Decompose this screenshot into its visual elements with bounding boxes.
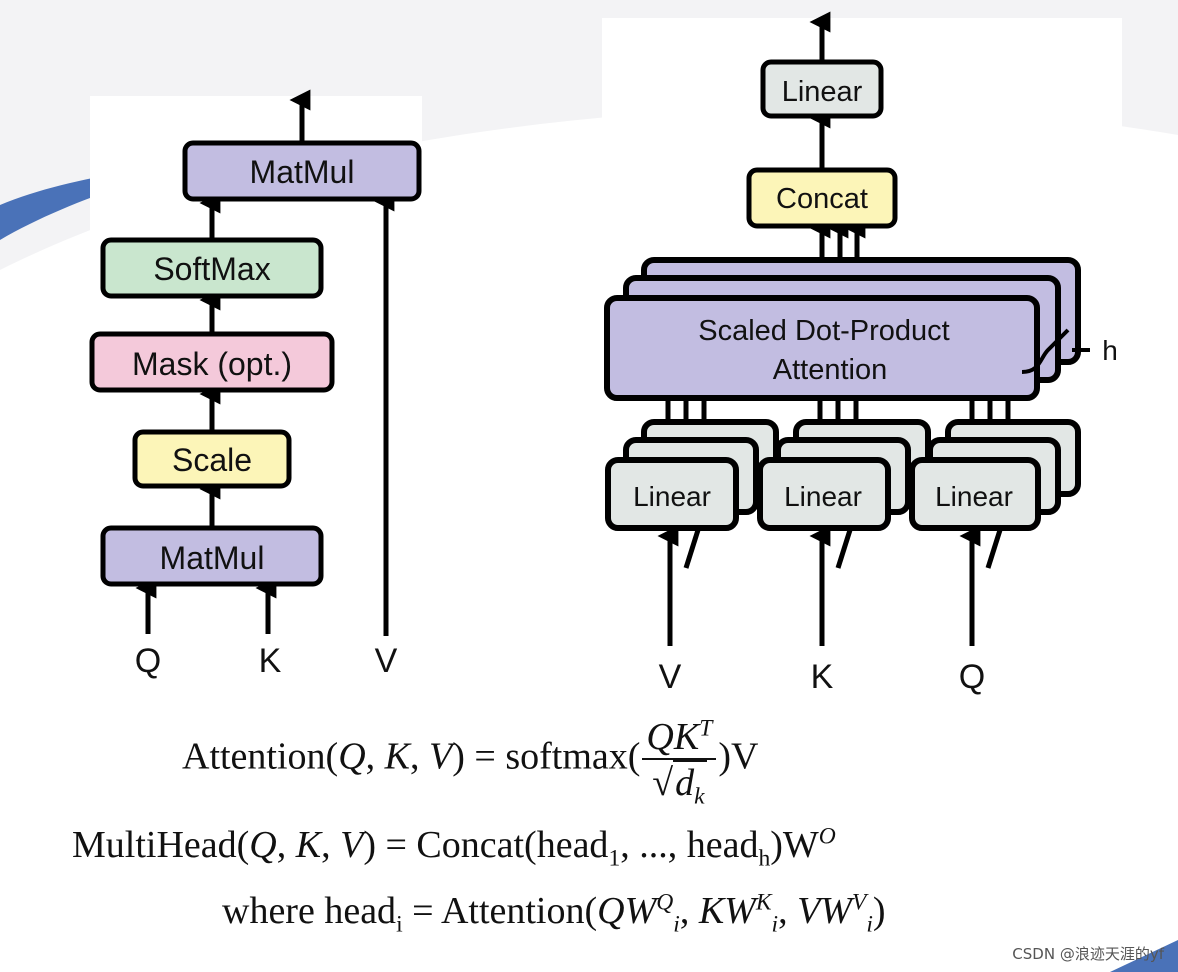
background-blue-corner (1110, 940, 1178, 972)
softmax-box: SoftMax (100, 237, 324, 299)
matmul-top-label: MatMul (250, 154, 355, 190)
scale-label: Scale (172, 442, 252, 478)
right-input-q: Q (959, 658, 985, 696)
concat-box: Concat (746, 167, 898, 229)
left-input-v: V (375, 642, 398, 680)
attention-label-line2: Attention (773, 354, 887, 386)
attention-box: Scaled Dot-Product Attention (604, 295, 1040, 401)
right-input-v: V (659, 658, 682, 696)
linear-q-label: Linear (935, 481, 1013, 512)
attention-fraction: QKT√dk (642, 717, 717, 808)
linear-stack-k: Linear (757, 419, 931, 531)
left-input-k: K (259, 642, 282, 680)
head-count-brace (1021, 328, 1090, 374)
attention-equation: Attention(Q, K, V) = softmax(QKT√dk)V (182, 715, 759, 810)
mask-box: Mask (opt.) (89, 331, 335, 393)
where-head-equation: where headi = Attention(QWQi, KWKi, VWVi… (222, 889, 886, 938)
linear-top-label: Linear (782, 76, 863, 108)
matmul-bottom-label: MatMul (160, 540, 265, 576)
multihead-equation: MultiHead(Q, K, V) = Concat(head1, ..., … (72, 823, 836, 872)
linear-stack-q: Linear (909, 419, 1081, 531)
linear-stack-v: Linear (605, 419, 779, 531)
concat-label: Concat (776, 183, 868, 215)
head-count-label: h (1102, 335, 1118, 366)
matmul-top-box: MatMul (182, 140, 422, 202)
right-input-arrows (657, 525, 1003, 646)
linear-v-label: Linear (633, 481, 711, 512)
right-input-k: K (811, 658, 834, 696)
linear-top-box: Linear (760, 59, 884, 119)
linear-k-label: Linear (784, 481, 862, 512)
left-input-q: Q (135, 642, 161, 680)
left-arrows (135, 89, 395, 636)
softmax-label: SoftMax (153, 251, 270, 287)
mask-label: Mask (opt.) (132, 346, 292, 382)
scale-box: Scale (132, 429, 292, 489)
watermark: CSDN @浪迹天涯的yf (1012, 945, 1164, 963)
attention-label-line1: Scaled Dot-Product (698, 315, 949, 347)
matmul-bottom-box: MatMul (100, 525, 324, 587)
